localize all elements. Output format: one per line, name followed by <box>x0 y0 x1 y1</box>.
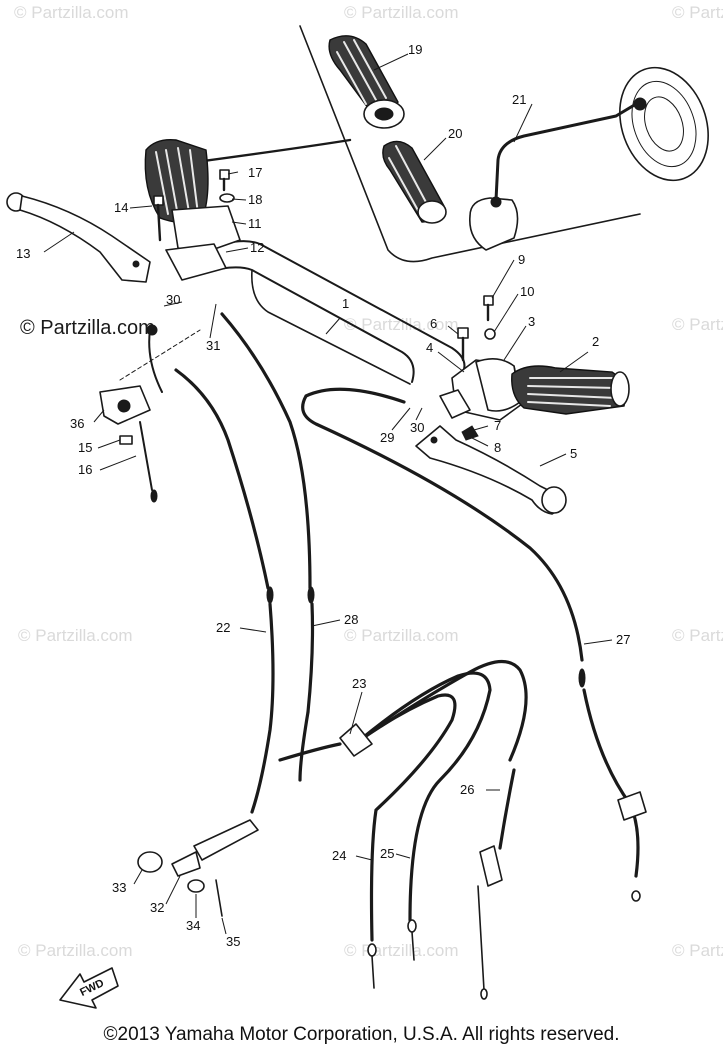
callout-13: 13 <box>16 246 30 261</box>
callout-8: 8 <box>494 440 501 455</box>
callout-11: 11 <box>248 216 262 231</box>
inset-pointer <box>194 138 352 164</box>
hardware-bottom <box>137 851 223 917</box>
grip-19 <box>328 35 405 129</box>
copyright-notice: ©2013 Yamaha Motor Corporation, U.S.A. A… <box>103 1024 620 1045</box>
grip-20 <box>382 140 447 224</box>
callout-2: 2 <box>592 334 599 349</box>
hardware-right <box>457 295 496 441</box>
callout-6: 6 <box>430 316 437 331</box>
watermark: © Partzilla.com <box>672 941 723 960</box>
callout-28: 28 <box>344 612 358 627</box>
watermark: © Partzilla.com <box>672 315 723 334</box>
callout-35: 35 <box>226 934 240 949</box>
handlebar-1 <box>205 240 466 385</box>
mirror-21 <box>469 66 709 251</box>
watermark-layer: © Partzilla.com © Partzilla.com © Partzi… <box>14 3 723 960</box>
watermark: © Partzilla.com <box>344 3 459 22</box>
forward-arrow: FWD <box>59 967 119 1009</box>
callout-9: 9 <box>518 252 525 267</box>
callout-10: 10 <box>520 284 534 299</box>
leader-lines <box>43 53 613 935</box>
callout-15: 15 <box>78 440 92 455</box>
left-throttle-assembly <box>144 139 241 281</box>
callout-26: 26 <box>460 782 474 797</box>
callout-labels: 19 20 21 17 18 11 12 14 13 1 2 3 4 6 9 1… <box>16 42 630 949</box>
callout-33: 33 <box>112 880 126 895</box>
watermark: © Partzilla.com <box>18 626 133 645</box>
cable-22 <box>171 368 275 877</box>
callout-29: 29 <box>380 430 394 445</box>
callout-17: 17 <box>248 165 262 180</box>
watermark: © Partzilla.com <box>672 626 723 645</box>
callout-22: 22 <box>216 620 230 635</box>
callout-34: 34 <box>186 918 200 933</box>
watermark: © Partzilla.com <box>14 3 129 22</box>
callout-18: 18 <box>248 192 262 207</box>
cable-28 <box>220 312 315 782</box>
inset-panel-outline <box>299 25 641 263</box>
callout-24: 24 <box>332 848 346 863</box>
cable-splitter-23 <box>278 659 528 942</box>
callout-30b: 30 <box>410 420 424 435</box>
callout-21: 21 <box>512 92 526 107</box>
watermark: © Partzilla.com <box>18 941 133 960</box>
callout-14: 14 <box>114 200 128 215</box>
left-control-36 <box>99 324 201 503</box>
watermark: © Partzilla.com <box>344 315 459 334</box>
callout-4: 4 <box>426 340 433 355</box>
callout-1: 1 <box>342 296 349 311</box>
left-lever-13 <box>6 192 151 283</box>
callout-5: 5 <box>570 446 577 461</box>
callout-12: 12 <box>250 240 264 255</box>
callout-31: 31 <box>206 338 220 353</box>
callout-25: 25 <box>380 846 394 861</box>
cable-ends <box>367 919 417 989</box>
cable-27 <box>301 387 647 902</box>
right-grip-assembly <box>439 358 630 421</box>
callout-20: 20 <box>448 126 462 141</box>
watermark: © Partzilla.com <box>672 3 723 22</box>
callout-30a: 30 <box>166 292 180 307</box>
callout-19: 19 <box>408 42 422 57</box>
watermark: © Partzilla.com <box>344 626 459 645</box>
watermark-prominent: © Partzilla.com <box>20 317 155 339</box>
callout-32: 32 <box>150 900 164 915</box>
callout-36: 36 <box>70 416 84 431</box>
right-lever-5 <box>415 425 567 515</box>
callout-7: 7 <box>494 418 501 433</box>
callout-16: 16 <box>78 462 92 477</box>
callout-27: 27 <box>616 632 630 647</box>
watermark: © Partzilla.com <box>344 941 459 960</box>
callout-3: 3 <box>528 314 535 329</box>
callout-23: 23 <box>352 676 366 691</box>
cable-26 <box>477 768 516 1000</box>
